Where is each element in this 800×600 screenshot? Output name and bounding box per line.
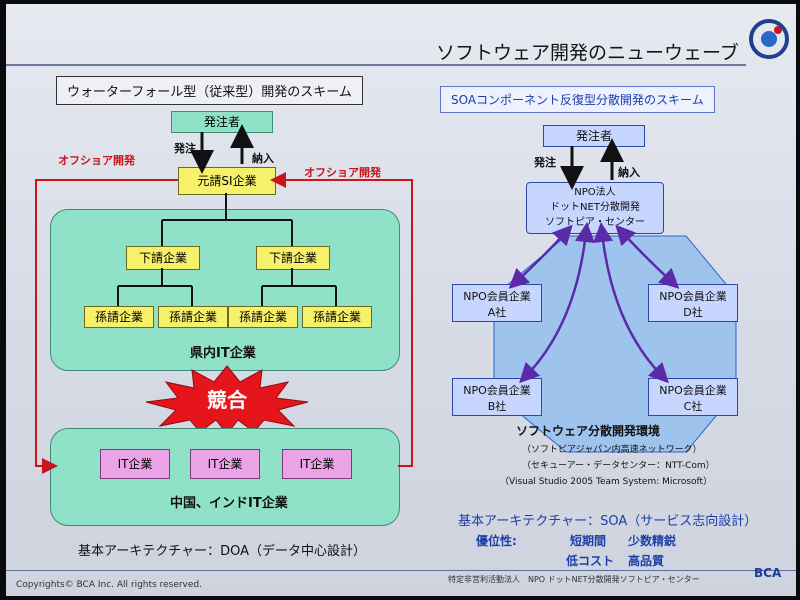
advantage-high-quality: 高品質: [628, 554, 665, 568]
left-diagram-connectors: [35, 124, 413, 474]
member-a-line1: NPO会員企業: [463, 290, 531, 303]
member-b-line2: B社: [487, 400, 507, 413]
waterfall-section-header: ウォーターフォール型（従来型）開発のスキーム: [56, 76, 363, 105]
prefecture-it-group: [50, 209, 400, 371]
order-label-right: 発注: [534, 156, 556, 169]
title-underline: [6, 64, 746, 66]
sub-subcontractor-box-3: 孫請企業: [228, 306, 298, 328]
sub-subcontractor-box-4: 孫請企業: [302, 306, 372, 328]
member-company-c: NPO会員企業 C社: [648, 378, 738, 416]
member-company-b: NPO会員企業 B社: [452, 378, 542, 416]
footer-divider: [6, 570, 796, 571]
delivery-label-right: 納入: [618, 166, 640, 179]
subcontractor-box-2: 下請企業: [256, 246, 330, 270]
it-company-box-2: IT企業: [190, 449, 260, 479]
slide-title: ソフトウェア開発のニューウェーブ: [436, 42, 739, 64]
advantages-label: 優位性:: [476, 534, 517, 548]
bca-logo-text: BCA: [754, 566, 782, 580]
advantage-short-term: 短期間: [570, 534, 607, 548]
sub-subcontractor-box-1: 孫請企業: [84, 306, 154, 328]
it-company-box-1: IT企業: [100, 449, 170, 479]
offshore-label-right: オフショア開発: [304, 166, 381, 179]
member-d-line1: NPO会員企業: [659, 290, 727, 303]
npo-line-2: ドットNET分散開発: [550, 202, 640, 213]
member-a-line2: A社: [487, 306, 507, 319]
advantage-elite-team: 少数精鋭: [628, 534, 677, 548]
delivery-label-left: 納入: [252, 152, 274, 165]
competition-label: 競合: [207, 388, 247, 412]
prefecture-it-label: 県内IT企業: [190, 346, 256, 361]
overseas-it-label: 中国、インドIT企業: [170, 496, 288, 511]
offshore-label-left: オフショア開発: [58, 154, 135, 167]
member-c-line1: NPO会員企業: [659, 384, 727, 397]
env-line-2: （セキューアー・データセンター：NTT-Com）: [522, 461, 715, 471]
advantage-low-cost: 低コスト: [566, 554, 615, 568]
presentation-slide: ソフトウェア開発のニューウェーブ ウォーターフォール型（従来型）開発のスキーム …: [6, 4, 796, 596]
member-b-line1: NPO会員企業: [463, 384, 531, 397]
env-line-1: （ソフトピアジャパン内高速ネットワーク）: [522, 445, 702, 455]
subcontractor-box-1: 下請企業: [126, 246, 200, 270]
it-company-box-3: IT企業: [282, 449, 352, 479]
sub-subcontractor-box-2: 孫請企業: [158, 306, 228, 328]
npo-line-1: NPO法人: [574, 187, 616, 198]
right-architecture-label: 基本アーキテクチャー：SOA（サービス志向設計）: [458, 514, 758, 529]
npo-footer-text: 特定非営利活動法人 NPO ドットNET分散開発ソフトピア・センター: [448, 575, 700, 584]
env-line-3: （Visual Studio 2005 Team System: Microso…: [500, 477, 713, 487]
distributed-env-title: ソフトウェア分散開発環境: [516, 424, 661, 438]
copyright-text: Copyrights© BCA Inc. All rights reserved…: [16, 580, 202, 590]
right-diagram-connectors: [508, 138, 680, 384]
competition-burst-icon: [145, 365, 309, 434]
member-c-line2: C社: [683, 400, 703, 413]
soa-section-header: SOAコンポーネント反復型分散開発のスキーム: [440, 86, 715, 113]
left-architecture-label: 基本アーキテクチャー：DOA（データ中心設計）: [78, 544, 366, 559]
logo-icon: [749, 19, 789, 59]
member-d-line2: D社: [683, 306, 703, 319]
